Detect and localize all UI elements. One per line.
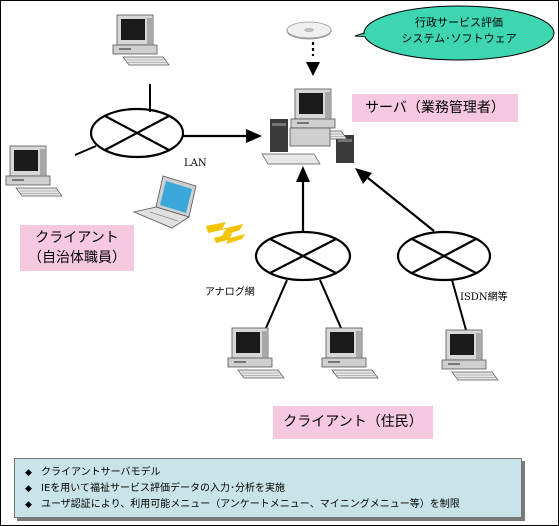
client-gov-label: クライアント （自治体職員） [20,225,134,271]
client-gov-line-1: クライアント [35,230,119,246]
note-item: ◆ IEを用いて福祉サービス評価データの入力･分析を実施 [25,481,521,497]
analog-network-label: アナログ網 [205,287,255,298]
wireless-signal-icon [206,222,245,244]
network-ring-isdn [396,230,492,282]
client-resident-label: クライアント（住民） [273,406,433,439]
pc-icon-resident-1 [227,327,285,379]
laptop-icon [132,175,197,229]
note-bullet: ◆ [25,484,32,494]
note-item: ◆ ユーザ認証により、利用可能メニュー（アンケートメニュー、マイニングメニュー等）… [25,497,521,513]
bubble-line-2: システム･ソフトウェア [401,32,516,45]
software-bubble: 行政サービス評価 システム･ソフトウェア [354,5,555,61]
isdn-network-label: ISDN網等 [460,292,508,303]
server-label-text: サーバ（業務管理者） [365,100,505,116]
note-bullet: ◆ [25,500,32,510]
client-gov-line-2: （自治体職員） [28,250,126,266]
lan-label: LAN [184,158,207,169]
pc-icon-lan-left [5,145,63,197]
pc-icon-resident-3 [441,329,499,381]
pc-icon-lan-top [112,14,170,66]
network-ring-analog [254,230,352,282]
client-resident-label-text: クライアント（住民） [283,414,423,430]
note-text: IEを用いて福祉サービス評価データの入力･分析を実施 [41,483,285,494]
connection-lines [74,84,467,331]
pc-icon-resident-2 [321,327,379,379]
arrows [183,42,435,232]
note-text: ユーザ認証により、利用可能メニュー（アンケートメニュー、マイニングメニュー等）を… [41,499,460,510]
server-label: サーバ（業務管理者） [352,94,518,122]
network-ring-lan [89,107,185,159]
cd-rom-icon [286,21,332,40]
note-bullet: ◆ [25,468,32,478]
bubble-line-1: 行政サービス評価 [415,15,503,29]
server-computer-icon [261,88,354,165]
notes-box: ◆ クライアントサーバモデル ◆ IEを用いて福祉サービス評価データの入力･分析を実… [14,458,522,518]
note-item: ◆ クライアントサーバモデル [25,465,521,481]
note-text: クライアントサーバモデル [41,467,161,478]
